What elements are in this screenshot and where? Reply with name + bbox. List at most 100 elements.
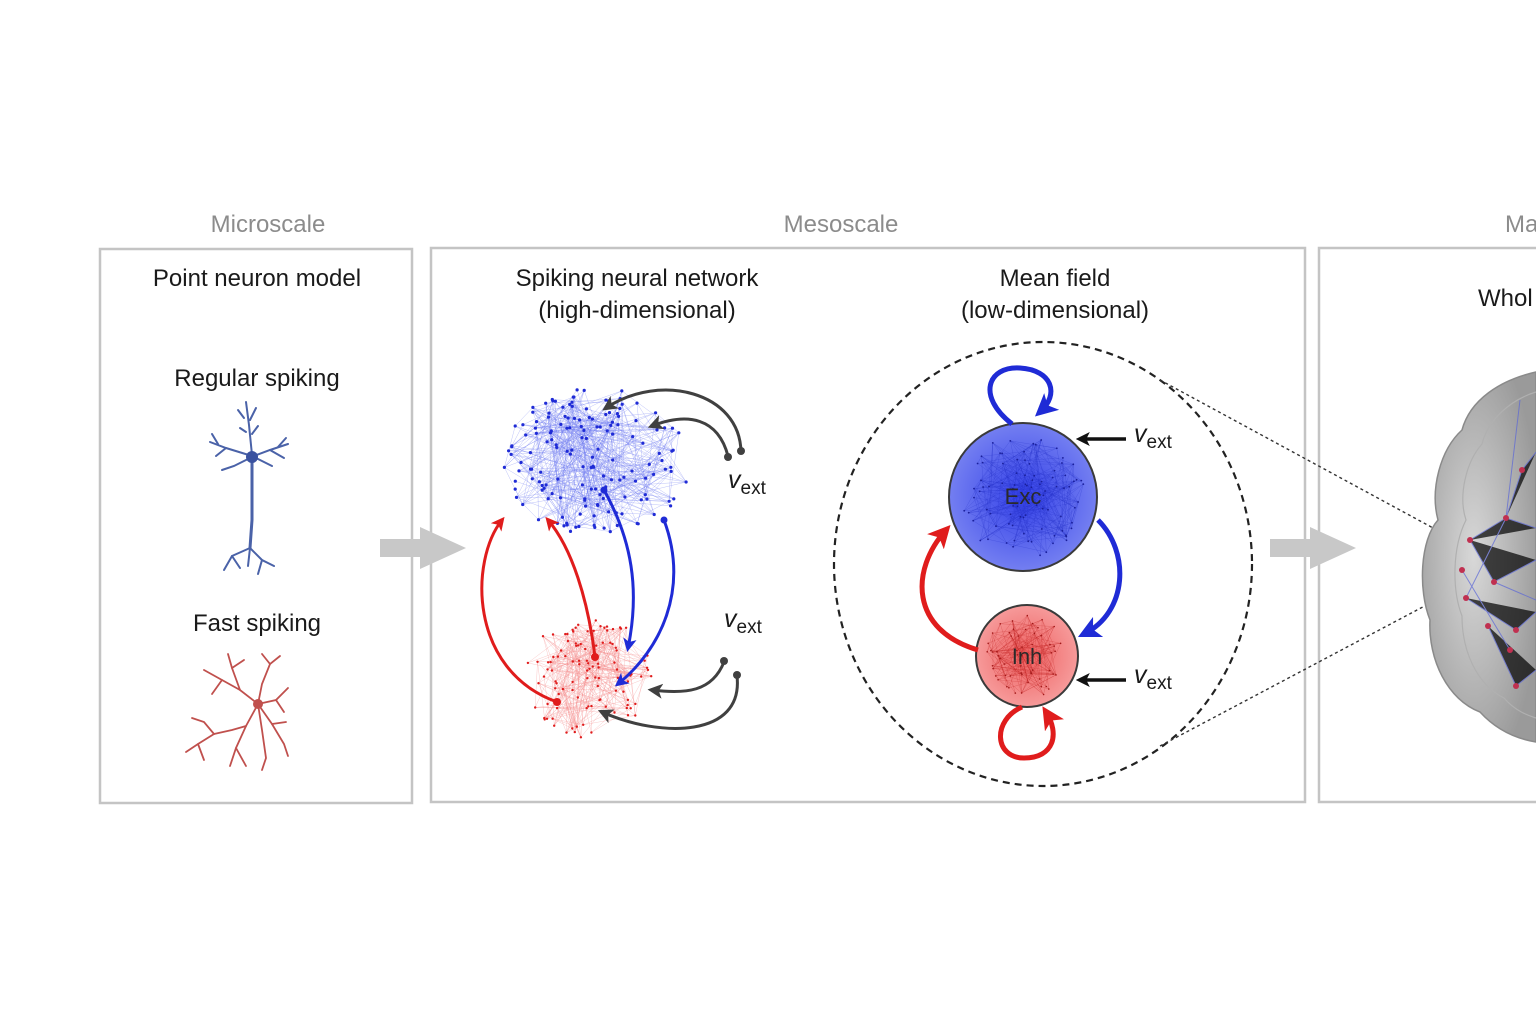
- network-edge: [649, 432, 679, 465]
- network-edge: [536, 433, 545, 489]
- network-edge: [999, 452, 1028, 486]
- network-edge: [968, 504, 1037, 513]
- network-edge: [992, 651, 1032, 673]
- network-edge: [575, 643, 599, 687]
- network-edge: [508, 450, 543, 491]
- network-node: [613, 661, 616, 664]
- network-node: [1008, 523, 1010, 525]
- network-edge: [980, 448, 1057, 481]
- network-edge: [518, 470, 612, 481]
- mean-field-title-line1: Mean field: [1000, 265, 1111, 292]
- network-edge: [578, 624, 608, 627]
- pyramidal-neuron-soma: [246, 451, 258, 463]
- network-edge: [1012, 480, 1033, 547]
- network-edge: [619, 398, 672, 468]
- network-node: [669, 465, 673, 469]
- network-edge: [1016, 459, 1054, 544]
- network-edge: [558, 620, 597, 695]
- network-edge: [532, 399, 607, 479]
- network-edge: [548, 416, 582, 427]
- network-edge: [573, 396, 646, 479]
- network-edge: [1071, 484, 1084, 529]
- network-edge: [581, 437, 592, 490]
- network-node: [544, 401, 548, 405]
- network-edge: [551, 642, 611, 671]
- network-edge: [566, 650, 617, 733]
- network-node: [601, 641, 604, 644]
- network-node: [990, 649, 992, 652]
- network-node: [620, 402, 624, 406]
- network-node: [1009, 513, 1012, 516]
- network-edge: [592, 418, 611, 426]
- network-edge: [554, 667, 599, 726]
- network-edge: [580, 643, 648, 669]
- network-node: [536, 518, 541, 522]
- network-edge: [552, 493, 639, 525]
- network-node: [1024, 474, 1026, 477]
- network-edge: [1032, 623, 1056, 652]
- network-node: [1020, 672, 1022, 674]
- network-node: [1031, 669, 1034, 671]
- network-edge: [968, 509, 987, 513]
- network-edge: [550, 661, 632, 675]
- network-edge: [1053, 646, 1056, 652]
- network-edge: [552, 699, 628, 719]
- network-edge: [510, 432, 551, 455]
- network-edge: [973, 497, 1049, 510]
- network-edge: [624, 474, 654, 498]
- network-node: [586, 630, 589, 633]
- network-edge: [997, 655, 1044, 695]
- network-edge: [525, 434, 671, 468]
- network-node: [570, 448, 574, 452]
- network-edge: [1027, 615, 1033, 645]
- network-edge: [560, 419, 593, 498]
- network-node: [531, 410, 535, 414]
- network-edge: [567, 633, 603, 643]
- network-edge: [546, 645, 579, 719]
- network-edge: [589, 668, 615, 713]
- network-edge: [550, 647, 616, 663]
- network-edge: [542, 485, 623, 515]
- network-edge: [1012, 486, 1057, 526]
- network-edge: [583, 430, 596, 490]
- network-edge: [598, 662, 615, 668]
- network-edge: [550, 661, 652, 677]
- network-edge: [598, 662, 615, 668]
- network-edge: [980, 480, 1027, 486]
- network-edge: [1013, 629, 1023, 675]
- network-edge: [987, 651, 1005, 665]
- network-node: [1026, 495, 1028, 498]
- network-edge: [538, 683, 553, 719]
- network-edge: [640, 667, 648, 677]
- network-node: [591, 464, 595, 468]
- network-node: [1062, 457, 1064, 459]
- network-edge: [546, 484, 625, 498]
- network-edge: [1035, 444, 1082, 481]
- network-edge: [1034, 633, 1042, 687]
- network-edge: [1014, 522, 1073, 541]
- network-node: [634, 702, 637, 706]
- network-edge: [664, 427, 674, 451]
- network-node: [620, 389, 624, 393]
- network-edge: [986, 487, 1065, 510]
- network-edge: [565, 634, 573, 729]
- network-node: [640, 675, 643, 678]
- network-node: [1053, 625, 1055, 628]
- network-edge: [552, 634, 627, 709]
- network-edge: [518, 470, 672, 472]
- network-node: [571, 688, 574, 692]
- network-node: [603, 626, 606, 629]
- network-edge: [537, 661, 636, 705]
- network-node: [1020, 692, 1023, 694]
- network-edge: [1018, 635, 1050, 671]
- network-edge: [973, 490, 1046, 521]
- network-edge: [552, 493, 623, 515]
- network-edge: [636, 427, 665, 524]
- network-edge: [1010, 675, 1016, 694]
- network-edge: [1021, 671, 1032, 694]
- whole-brain-title: Whol: [1478, 285, 1533, 312]
- network-edge: [567, 640, 603, 643]
- network-edge: [557, 408, 587, 480]
- network-edge: [543, 676, 592, 707]
- network-node: [1026, 614, 1029, 617]
